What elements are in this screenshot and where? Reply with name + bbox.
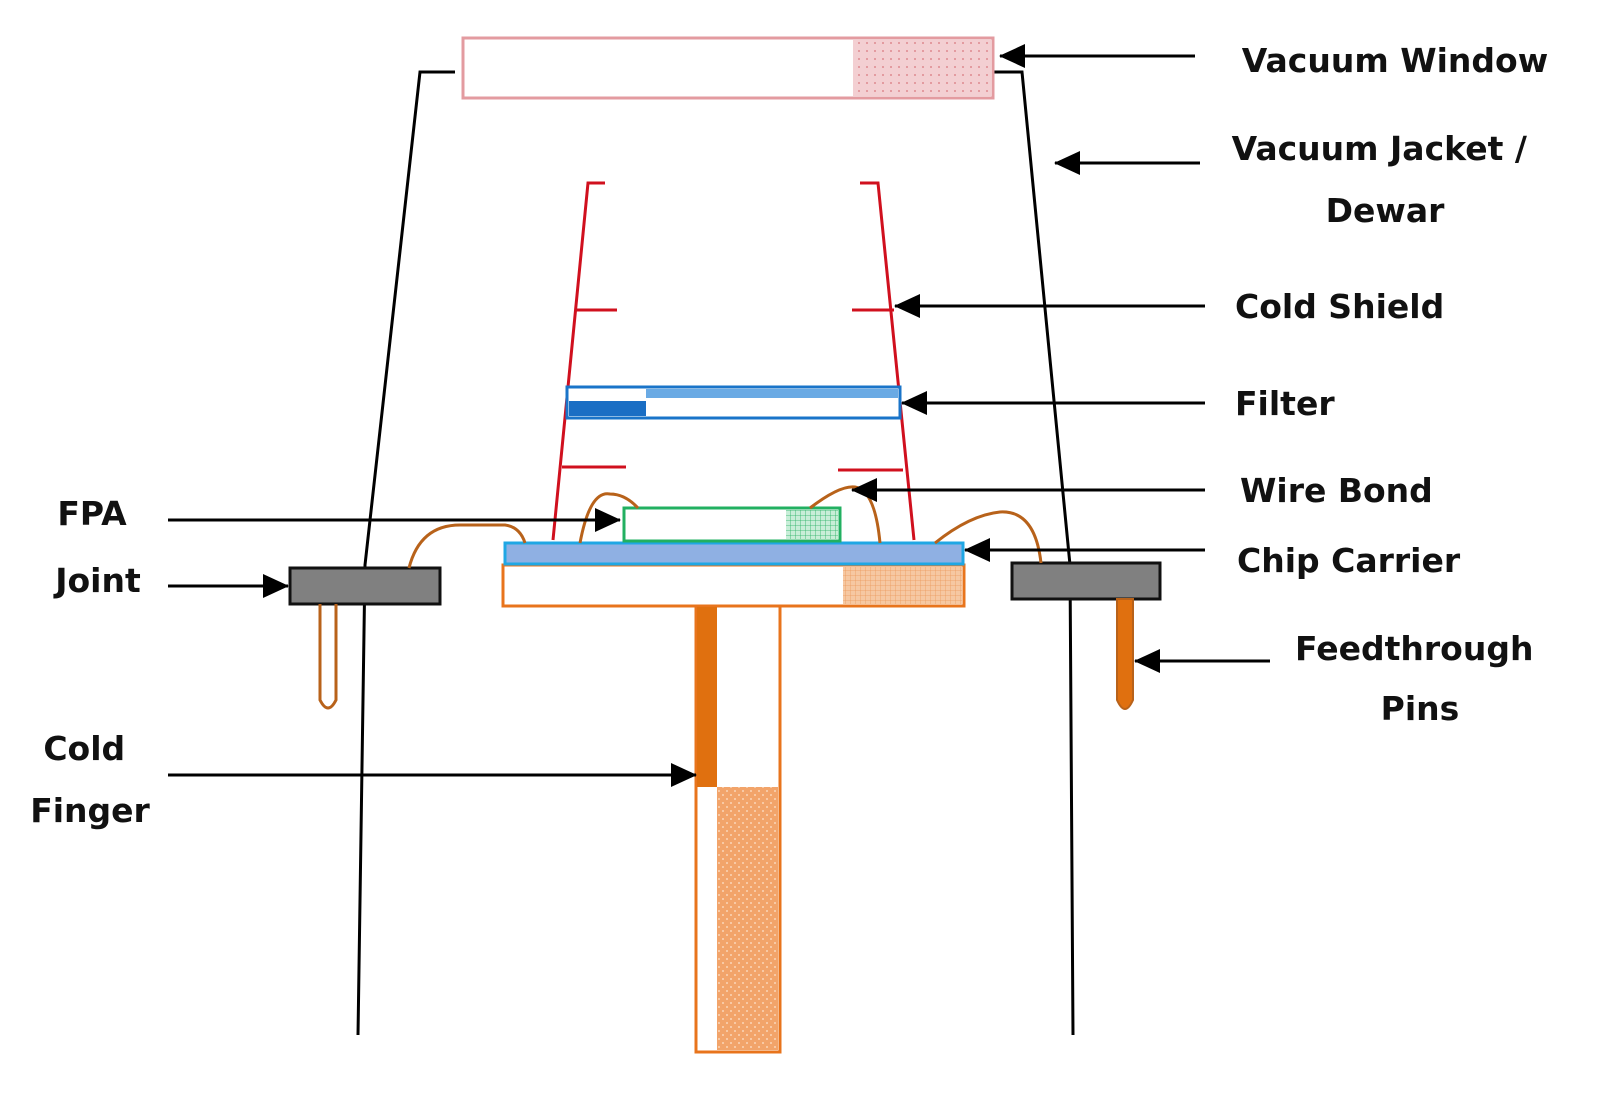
dewar-left-wall <box>356 70 455 1036</box>
joint-right <box>1010 561 1162 601</box>
chip-carrier <box>503 541 965 566</box>
wire-bond-right-outer <box>934 510 1043 564</box>
joint-left <box>288 566 442 606</box>
feedthrough-pin-right <box>1116 598 1134 710</box>
label-vacuum-window: Vacuum Window <box>1242 41 1548 80</box>
filter <box>565 385 902 420</box>
label-wire-bond: Wire Bond <box>1240 471 1433 510</box>
cold-shield <box>551 181 916 541</box>
label-filter: Filter <box>1235 384 1335 423</box>
vacuum-jacket <box>356 70 1075 1036</box>
cold-finger <box>694 604 782 1054</box>
chip-carrier-base <box>501 563 966 608</box>
leader-arrows <box>168 44 1270 787</box>
wire-bond-left-outer <box>407 523 527 569</box>
feedthrough-pin-left <box>318 604 338 710</box>
label-feedthrough-pins: Feedthrough Pins <box>1295 629 1545 728</box>
label-vacuum-jacket: Vacuum Jacket / Dewar <box>1232 129 1539 230</box>
label-cold-shield: Cold Shield <box>1235 287 1444 326</box>
labels: Vacuum Window Vacuum Jacket / Dewar Cold… <box>30 41 1548 830</box>
label-fpa: FPA <box>57 494 127 533</box>
label-cold-finger: Cold Finger <box>30 729 150 830</box>
vacuum-window <box>461 36 995 100</box>
fpa-chip <box>622 506 842 543</box>
dewar-right-wall <box>985 70 1075 1036</box>
label-chip-carrier: Chip Carrier <box>1237 541 1461 580</box>
wire-bond-left-inner <box>578 492 640 544</box>
label-joint: Joint <box>53 561 141 600</box>
